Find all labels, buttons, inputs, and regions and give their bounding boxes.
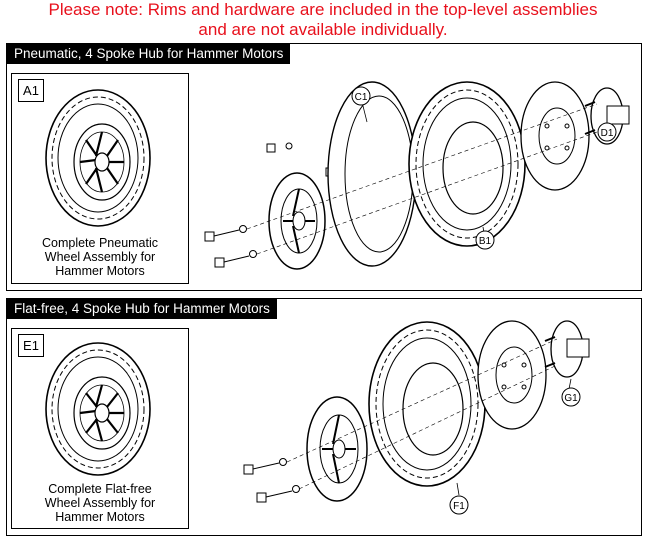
pneumatic-assembly-box[interactable]: A1 Complete Pneumatic Wheel Assembly for… xyxy=(11,73,189,284)
rim-half-front xyxy=(268,172,326,270)
callout-hub: G1 xyxy=(561,378,581,407)
flat-free-assembly-code: E1 xyxy=(18,334,44,357)
caption-line: Complete Pneumatic xyxy=(41,236,159,250)
caption-line: Wheel Assembly for xyxy=(44,496,156,510)
flat-free-assembly-caption: Complete Flat-free Wheel Assembly for Ha… xyxy=(12,482,188,524)
notice-line-2: and are not available individually. xyxy=(198,20,448,39)
hub-callout-label: D1 xyxy=(601,128,614,139)
callout-tire: F1 xyxy=(449,482,469,515)
notice-line-1: Please note: Rims and hardware are inclu… xyxy=(48,0,598,19)
caption-line: Hammer Motors xyxy=(55,510,145,524)
pneumatic-section-title: Pneumatic, 4 Spoke Hub for Hammer Motors xyxy=(7,44,291,64)
flat-free-exploded-diagram: F1 G1 xyxy=(243,320,590,515)
hub xyxy=(544,320,590,378)
rim-half-rear xyxy=(477,320,547,430)
pneumatic-exploded-diagram: C1 B1 D1 xyxy=(204,81,630,270)
pneumatic-section: Pneumatic, 4 Spoke Hub for Hammer Motors… xyxy=(6,43,642,291)
hardware-bolts xyxy=(243,458,300,503)
rim-half-front xyxy=(306,396,368,502)
hub-callout-label: G1 xyxy=(564,393,578,404)
caption-line: Hammer Motors xyxy=(55,264,145,278)
callout-tire: B1 xyxy=(475,226,495,250)
tire-callout-label: B1 xyxy=(479,236,492,247)
caption-line: Complete Flat-free xyxy=(48,482,152,496)
flat-free-section: Flat-free, 4 Spoke Hub for Hammer Motors… xyxy=(6,298,642,536)
callout-tube: C1 xyxy=(351,86,371,123)
rim-half-rear xyxy=(520,81,590,191)
complete-wheel-icon xyxy=(45,342,151,476)
notice: Please note: Rims and hardware are inclu… xyxy=(0,0,646,40)
flat-free-section-title: Flat-free, 4 Spoke Hub for Hammer Motors xyxy=(7,299,277,319)
callout-hub: D1 xyxy=(597,122,617,142)
complete-wheel-icon xyxy=(45,89,151,227)
pneumatic-tire xyxy=(408,81,526,247)
flat-free-assembly-box[interactable]: E1 Complete Flat-free Wheel Assembly for… xyxy=(11,328,189,529)
inner-tube xyxy=(327,81,417,267)
caption-line: Wheel Assembly for xyxy=(44,250,156,264)
tube-callout-label: C1 xyxy=(355,92,368,103)
tire-callout-label: F1 xyxy=(453,501,465,512)
pneumatic-assembly-caption: Complete Pneumatic Wheel Assembly for Ha… xyxy=(12,236,188,278)
pneumatic-assembly-code: A1 xyxy=(18,79,44,102)
flat-free-tire xyxy=(368,321,486,487)
